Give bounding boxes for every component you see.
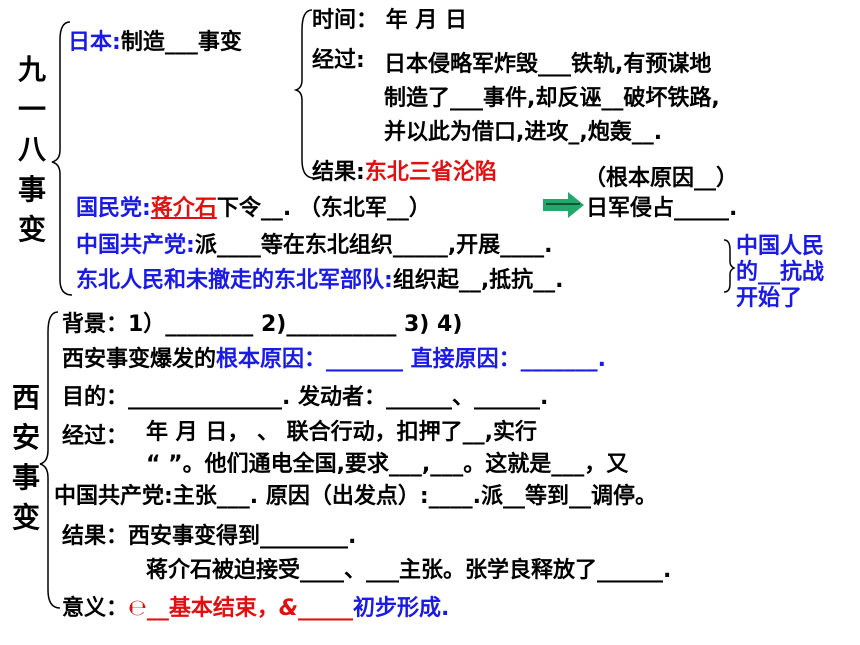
side-note-1: 中国人民 <box>736 234 825 259</box>
ccp2-line: 中国共产党:主张___. 原因（出发点）:____.派__等到__调停。 <box>54 484 657 509</box>
side-note-2: 的__抗战 <box>736 260 825 285</box>
meaning-symbol-a: ℮ <box>128 596 147 621</box>
arrow-icon <box>543 199 571 211</box>
kmt-text: 下令__. （东北军__） <box>216 196 431 221</box>
process-label: 经过: <box>312 48 365 73</box>
result-line: 结果:东北三省沦陷 <box>312 160 497 186</box>
result2-line-1: 结果：西安事变得到________. <box>62 524 357 549</box>
root-cause: （根本原因__） <box>584 166 739 191</box>
section2-title: 西安事变 <box>11 381 40 534</box>
kmt-line: 国民党:蒋介石下令__. （东北军__） <box>76 196 431 222</box>
kmt-label: 国民党: <box>76 196 151 221</box>
background-line: 背景：1）________ 2)__________ 3) 4) <box>62 312 463 337</box>
process2-line-1: 年 月 日， 、 联合行动，扣押了__,实行 <box>146 420 537 445</box>
meaning-b: _____ <box>298 596 354 621</box>
meaning-symbol-b: & <box>278 596 299 621</box>
time-line: 时间： 年 月 日 <box>312 8 467 33</box>
japan-label: 日本: <box>68 30 121 55</box>
ccp-label: 中国共产党: <box>76 233 195 258</box>
process-line-3: 并以此为借口,进攻_,炮轰__. <box>384 120 663 145</box>
ccp-line: 中国共产党:派____等在东北组织_____,开展____. <box>76 233 553 259</box>
cause-blue: 根本原因：_______ 直接原因：_______. <box>216 347 607 372</box>
meaning-line: 意义：℮__基本结束，&_____初步形成. <box>62 596 449 622</box>
meaning-label: 意义： <box>62 596 129 621</box>
process-line-2: 制造了___事件,却反诬__破坏铁路, <box>384 86 720 111</box>
section1-title: 九一八事变 <box>17 53 46 246</box>
ne-label: 东北人民和未撤走的东北军部队: <box>76 268 393 293</box>
meaning-a: __基本结束， <box>146 596 279 621</box>
side-note-3: 开始了 <box>736 286 803 311</box>
ne-line: 东北人民和未撤走的东北军部队:组织起__,抵抗__. <box>76 268 564 294</box>
purpose-line: 目的：______________. 发动者：______、______. <box>62 385 549 410</box>
japan-line: 日本:制造___事变 <box>68 30 242 56</box>
meaning-c: 初步形成. <box>353 596 450 621</box>
result2-line-2: 蒋介石被迫接受____、___主张。张学良释放了______. <box>146 558 672 583</box>
ne-text: 组织起__,抵抗__. <box>392 268 564 293</box>
kmt-person: 蒋介石 <box>150 196 217 221</box>
process2-line-2: “ ”。他们通电全国,要求___,___。这就是___，又 <box>146 452 629 477</box>
ccp-text: 派____等在东北组织_____,开展____. <box>194 233 553 258</box>
cause-text: 西安事变爆发的 <box>62 347 217 372</box>
result-label: 结果: <box>312 160 365 185</box>
japan-text: 制造___事变 <box>120 30 242 55</box>
process-line-1: 日本侵略军炸毁___铁轨,有预谋地 <box>384 52 712 77</box>
result-value: 东北三省沦陷 <box>364 160 497 185</box>
cause-line: 西安事变爆发的根本原因：_______ 直接原因：_______. <box>62 347 606 373</box>
process2-label: 经过： <box>62 424 129 449</box>
kmt-after: 日军侵占_____. <box>586 196 738 221</box>
